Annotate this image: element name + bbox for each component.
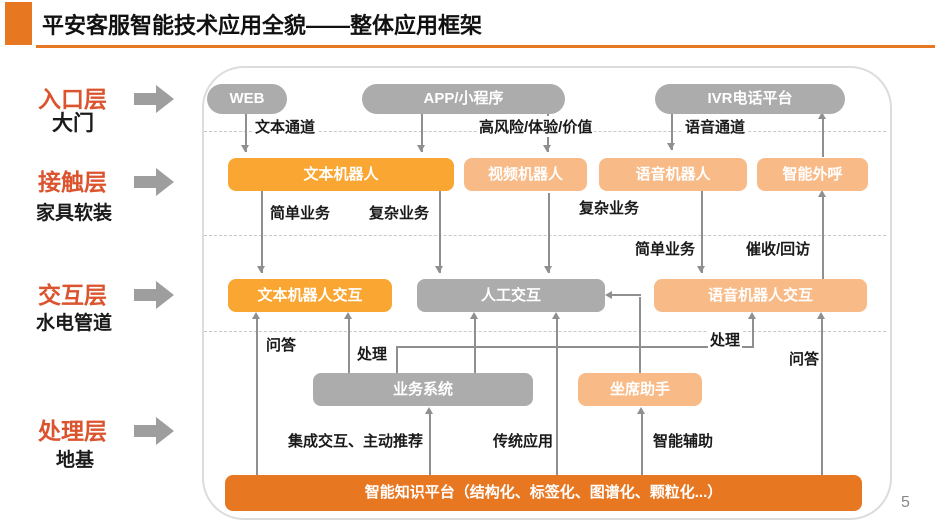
layer-entry-metaphor: 大门 [52,112,94,135]
edge-label-voice-channel: 语音通道 [683,116,748,137]
edge-label-simple-biz-right: 简单业务 [633,238,698,259]
edge-label-traditional-app: 传统应用 [491,430,556,451]
edge-label-handle-left: 处理 [355,343,390,364]
divider-touch-interaction [204,235,886,236]
node-video-robot: 视频机器人 [464,158,587,191]
layer-process-metaphor: 地基 [56,450,95,471]
page-number: 5 [901,494,910,511]
channel-web: WEB [207,84,287,114]
layer-interaction-arrow-icon [134,281,176,309]
node-business-system: 业务系统 [313,373,533,406]
layer-touch-arrow-icon [134,168,176,196]
layer-process-name: 处理层 [38,418,107,444]
edge-label-qa-left: 问答 [264,334,299,355]
page-title: 平安客服智能技术应用全貌——整体应用框架 [42,13,483,38]
edge-label-qa-right: 问答 [787,348,822,369]
edge-label-collection-callback: 催收/回访 [744,238,813,259]
channel-ivr: IVR电话平台 [655,84,845,114]
node-knowledge-platform: 智能知识平台（结构化、标签化、图谱化、颗粒化...） [225,475,862,511]
layer-entry-arrow-icon [134,85,176,113]
node-text-robot: 文本机器人 [228,158,454,191]
node-voice-robot: 语音机器人 [599,158,747,191]
edge-label-integrated-push: 集成交互、主动推荐 [286,430,426,451]
layer-interaction-name: 交互层 [38,282,107,308]
edge-label-complex-biz-mid: 复杂业务 [577,197,642,218]
channel-app: APP/小程序 [362,84,565,114]
title-accent-block [5,2,32,45]
edge-label-smart-assist: 智能辅助 [651,430,716,451]
layer-interaction-metaphor: 水电管道 [36,313,113,334]
node-agent-assistant: 坐席助手 [578,373,702,406]
edge-label-text-channel: 文本通道 [253,116,318,137]
edge-label-complex-biz-left: 复杂业务 [367,202,432,223]
edge-label-high-risk-value: 高风险/体验/价值 [477,116,595,137]
layer-touch-metaphor: 家具软装 [36,203,113,224]
node-text-robot-interaction: 文本机器人交互 [228,279,392,312]
layer-touch-name: 接触层 [38,169,107,195]
edge-label-handle-right: 处理 [708,329,743,350]
layer-entry-name: 入口层 [38,86,107,112]
divider-interaction-process [204,331,886,332]
title-underline [36,45,935,48]
node-manual-interaction: 人工交互 [417,279,605,312]
node-voice-robot-interaction: 语音机器人交互 [654,279,867,312]
layer-process-arrow-icon [134,417,176,445]
node-smart-outbound: 智能外呼 [757,158,868,191]
edge-label-simple-biz-left: 简单业务 [268,202,333,223]
